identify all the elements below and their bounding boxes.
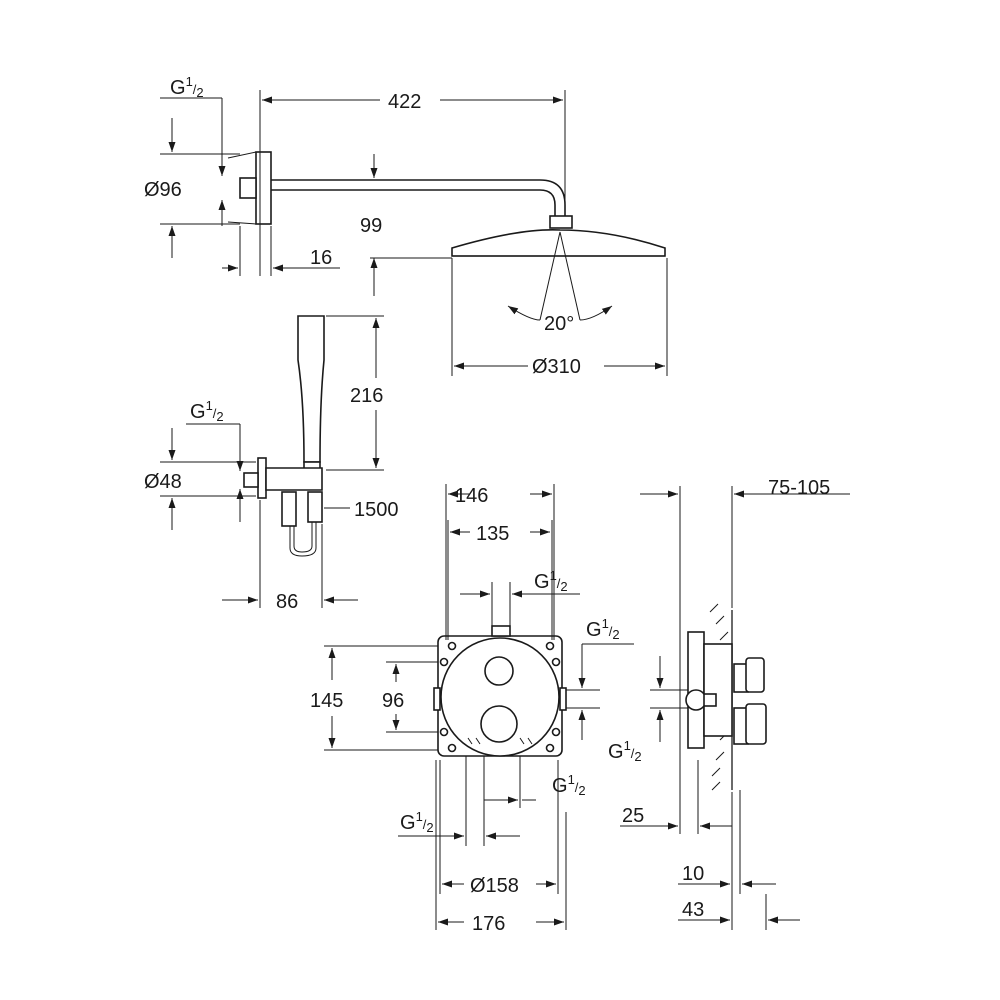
label-w86: 86 [276, 591, 298, 613]
wall-outlet-flange [257, 457, 267, 499]
label-d158: Ø158 [470, 875, 519, 897]
hose [289, 522, 317, 557]
label-g-top: G1/2 [534, 568, 568, 594]
label-d310: Ø310 [532, 356, 581, 378]
shower-head [451, 229, 666, 257]
flow-knob [480, 705, 518, 743]
label-g-hand: G1/2 [190, 398, 224, 424]
flange-nut [239, 177, 257, 199]
label-g-right: G1/2 [586, 616, 620, 642]
label-d96: Ø96 [144, 179, 182, 201]
head-shower-drawing [160, 90, 668, 376]
shower-arm-bottom [271, 189, 556, 216]
label-g-bottom-right: G1/2 [552, 772, 586, 798]
temperature-knob [484, 656, 514, 686]
label-h216: 216 [350, 385, 383, 407]
hose-connector [281, 491, 297, 527]
thermostat-front-drawing [324, 484, 634, 930]
label-w135: 135 [476, 523, 509, 545]
label-depth: 75-105 [768, 477, 830, 499]
hand-shower-drawing [160, 315, 384, 608]
bottom-handle-side [745, 703, 767, 745]
holder [265, 467, 323, 491]
valve-body [703, 643, 733, 737]
label-angle: 20° [544, 313, 574, 335]
label-w10: 10 [682, 863, 704, 885]
label-g-bottom-left: G1/2 [400, 809, 434, 835]
label-h99: 99 [360, 215, 382, 237]
label-w146: 146 [455, 485, 488, 507]
top-handle-side [745, 657, 765, 693]
label-h145: 145 [310, 690, 343, 712]
trim-plate [440, 637, 560, 757]
label-w176: 176 [472, 913, 505, 935]
top-outlet [491, 625, 511, 637]
label-g-side: G1/2 [608, 738, 642, 764]
label-w16: 16 [310, 247, 332, 269]
label-w43: 43 [682, 899, 704, 921]
label-g-head: G1/2 [170, 74, 204, 100]
label-hose: 1500 [354, 499, 399, 521]
label-w25: 25 [622, 805, 644, 827]
thermostat-side-drawing [620, 486, 850, 930]
label-h96: 96 [382, 690, 404, 712]
label-width-422: 422 [388, 91, 421, 113]
hand-shower [297, 315, 325, 463]
arm-joint [549, 215, 573, 229]
wall-flange [255, 151, 272, 225]
label-d48: Ø48 [144, 471, 182, 493]
